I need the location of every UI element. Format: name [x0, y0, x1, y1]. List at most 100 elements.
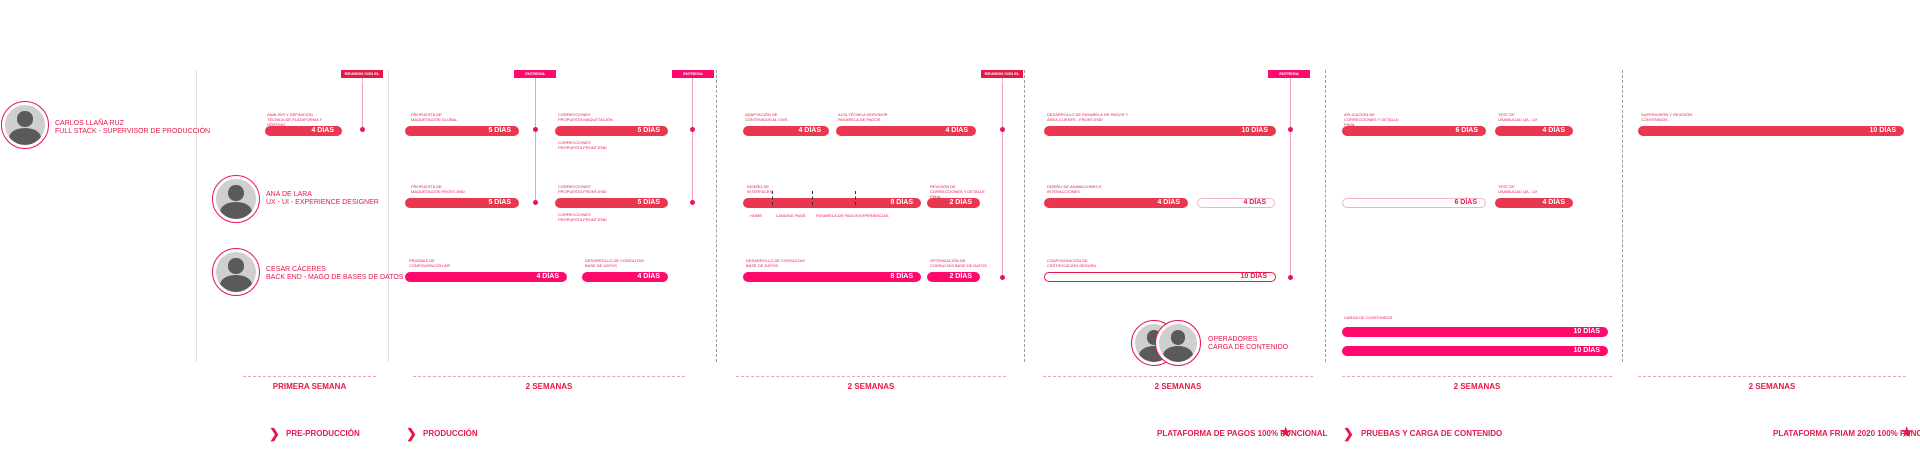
task-label: CORRECCIONES PROPUESTA MAQUETACIÓN [558, 112, 613, 122]
task-label: ALTA TÉCNICA SERVIDOR PASARELA DE PAGOS [838, 112, 888, 122]
subtask-label: LANDING PAGE [776, 213, 806, 218]
period-line [1638, 376, 1906, 377]
column-divider [1024, 70, 1025, 362]
task-label: CONFIGURACIÓN DE CERTIFICACIÓN SEGURA [1047, 258, 1097, 268]
task-label: DESARROLLO DE CONSULTAS BASE DE DATOS [585, 258, 644, 268]
milestone-line [1290, 78, 1291, 277]
phase-label: PRUEBAS Y CARGA DE CONTENIDO [1361, 429, 1503, 438]
milestone-dot [1000, 275, 1005, 280]
column-divider [1622, 70, 1623, 362]
task-bar: 4 DÍAS [582, 272, 668, 282]
person-role: BACK END - mago de BASES DE DATOS [266, 274, 404, 281]
milestone-dot [360, 127, 365, 132]
star-icon: ★ [1279, 424, 1293, 441]
task-label: ADAPTACIÓN DE CONTENIDOS AL CMS [745, 112, 788, 122]
task-label: PROPUESTA DE MAQUETACIÓN GLOBAL [411, 112, 458, 122]
milestone-tag: ENTREGA [514, 70, 556, 78]
column-divider [1325, 70, 1326, 362]
milestone-tag: ENTREGA [672, 70, 714, 78]
task-bar: 8 DÍAS [743, 198, 921, 208]
task-bar-outline: 6 DÍAS [1342, 198, 1486, 208]
milestone-tag: REUNIÓN CON EL CLIENTE [341, 70, 383, 84]
milestone-tag: ENTREGA [1268, 70, 1310, 78]
column-divider [716, 70, 717, 362]
column-divider [388, 70, 389, 362]
milestone-tag: REUNIÓN CON EL CLIENTE [981, 70, 1023, 84]
task-bar: 10 DÍAS [1342, 327, 1608, 337]
task-bar: 4 DÍAS [743, 126, 829, 136]
task-label: PROPUESTA DE MAQUETACIÓN FRONT-END [411, 184, 465, 194]
task-bar: 5 DÍAS [405, 126, 519, 136]
task-label: CARGA DE CONTENIDOS [1344, 315, 1393, 320]
task-bar: 5 DÍAS [405, 198, 519, 208]
milestone-dot [1288, 127, 1293, 132]
milestone-line [535, 78, 536, 202]
task-bar: 2 DÍAS [927, 272, 980, 282]
task-bar: 10 DÍAS [1638, 126, 1904, 136]
period-line [413, 376, 685, 377]
column-divider [196, 70, 197, 362]
task-label: DISEÑO DE INTERFACES [747, 184, 773, 194]
milestone-dot [1288, 275, 1293, 280]
period-line [243, 376, 376, 377]
milestone-dot [533, 200, 538, 205]
milestone-dot [690, 200, 695, 205]
task-bar: 6 DÍAS [1342, 126, 1486, 136]
task-bar: 2 DÍAS [927, 198, 980, 208]
phase-label: PLATAFORMA FRIAM 2020 100% FUNCIONAL [1773, 429, 1920, 438]
period-label: 2 SEMANAS [1154, 382, 1202, 391]
task-bar-outline: 10 DÍAS [1044, 272, 1276, 282]
task-label: CORRECCIONES PROPUESTA FRONT-END [558, 140, 607, 150]
task-bar: 4 DÍAS [1044, 198, 1188, 208]
task-label: CORRECCIONES PROPUESTA FRONT-END [558, 212, 607, 222]
task-bar: 10 DÍAS [1044, 126, 1276, 136]
task-bar: 4 DÍAS [1495, 126, 1573, 136]
period-line [736, 376, 1006, 377]
avatar [212, 175, 260, 223]
task-label: OPTIMIZACIÓN DE CONSULTAS BASE DE DATOS [930, 258, 987, 268]
milestone-line [362, 78, 363, 130]
avatar [1, 101, 49, 149]
task-label: APLICACIÓN DE CORRECCIONES Y DETALLE FIN… [1344, 112, 1399, 127]
task-bar: 4 DÍAS [405, 272, 567, 282]
task-bar: 4 DÍAS [265, 126, 342, 136]
task-label: DESARROLLO DE PASARELA DE PAGOS Y ÁREA C… [1047, 112, 1129, 122]
subtask-divider [772, 191, 773, 205]
subtask-label: PASARELA DE PAGOS [816, 213, 859, 218]
person-role: FULL STACK - SUPERVISOR DE PRODUCCIÓN [55, 128, 211, 135]
task-bar: 5 DÍAS [555, 126, 668, 136]
task-bar: 4 DÍAS [836, 126, 976, 136]
person-role: UX - UI - EXPERIENCE DESIGNER [266, 199, 379, 206]
chevron-right-icon: ❯ [406, 426, 417, 441]
star-icon: ★ [1900, 424, 1914, 441]
task-label: PRUEBAS DE CONFIGURACIÓN API [409, 258, 451, 268]
milestone-line [692, 78, 693, 202]
chevron-right-icon: ❯ [1343, 426, 1354, 441]
task-label: TEST DE USABILIDAD QA - UX [1498, 112, 1538, 122]
task-label: DESARROLLO DE CONSULTAS BASE DE DATOS [746, 258, 805, 268]
period-line [1043, 376, 1313, 377]
task-bar: 10 DÍAS [1342, 346, 1608, 356]
subtask-label: HOME [750, 213, 762, 218]
milestone-line [1002, 78, 1003, 277]
chevron-right-icon: ❯ [269, 426, 280, 441]
task-bar: 4 DÍAS [1495, 198, 1573, 208]
task-label: SUPERVISIÓN Y REVISIÓN CONTENIDOS [1641, 112, 1693, 122]
task-label: CORRECCIONES PROPUESTA FRONT-END [558, 184, 607, 194]
task-bar: 5 DÍAS [555, 198, 668, 208]
task-label: DISEÑO DE ANIMACIONES E INTERACCIONES [1047, 184, 1102, 194]
person-name: OPERADORES [1208, 336, 1258, 343]
period-label: PRIMERA SEMANA [272, 382, 347, 391]
task-bar-outline: 4 DÍAS [1197, 198, 1275, 208]
person-name: CESAR CÁCERES [266, 266, 326, 273]
period-label: 2 SEMANAS [1453, 382, 1501, 391]
avatar [1155, 320, 1201, 366]
period-label: 2 SEMANAS [1748, 382, 1796, 391]
task-label: REVISIÓN DE CORRECCIONES Y DETALLE FINAL [930, 184, 985, 199]
person-name: CARLOS LLAÑA RUZ [55, 120, 124, 127]
avatar [212, 248, 260, 296]
phase-label: PRODUCCIÓN [423, 429, 478, 438]
task-bar: 8 DÍAS [743, 272, 921, 282]
task-label: ANÁLISIS Y DEFINICIÓN TÉCNICA DE PLATAFO… [267, 112, 323, 127]
subtask-divider [855, 191, 856, 205]
